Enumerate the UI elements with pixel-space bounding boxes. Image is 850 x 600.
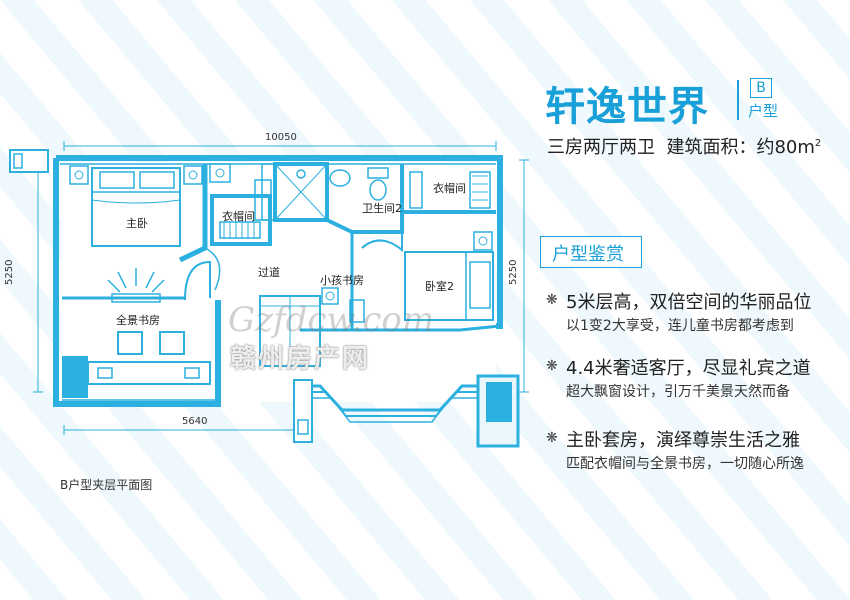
study-chair-2: [159, 331, 185, 355]
section-title: 户型鉴赏: [552, 244, 624, 265]
feature-detail-1: 以1变2大享受，连儿童书房都考虑到: [566, 318, 794, 334]
page-title: 轩逸世界: [545, 84, 709, 130]
study-lamp: [111, 293, 161, 303]
feature-headline-1: 5米层高，双倍空间的华丽品位: [566, 292, 812, 313]
closet-2: [400, 164, 496, 214]
room-panoramic-study: 全景书房: [116, 314, 160, 327]
title-separator: [737, 80, 739, 120]
subtitle: 三房两厅两卫 建筑面积：约80m2: [547, 133, 821, 159]
kids-study-chair: [321, 287, 339, 305]
watermark-name: 赣州房产网: [230, 344, 371, 374]
study-desk: [87, 361, 211, 385]
feature-bullet-2: ❋: [546, 358, 558, 374]
dim-label-left: 5250: [4, 259, 15, 285]
feature-detail-3: 匹配衣帽间与全景书房，一切随心所逸: [566, 456, 804, 472]
section-title-box: [540, 236, 642, 268]
watermark-url: Gzfdcw.com: [228, 300, 435, 340]
study-cabinet: [62, 356, 88, 398]
room-closet-1: 衣帽间: [222, 210, 255, 223]
subtitle-area: 建筑面积：约80m: [666, 137, 815, 158]
feature-bullet-3: ❋: [546, 430, 558, 446]
room-bathroom-2: 卫生间2: [362, 202, 402, 215]
plan-caption: B户型夹层平面图: [60, 478, 153, 492]
feature-headline-3: 主卧套房，演绎尊崇生活之雅: [566, 430, 800, 451]
study-chair-1: [117, 331, 143, 355]
room-kids-study: 小孩书房: [320, 274, 364, 287]
master-bed: [91, 167, 181, 247]
room-master-bedroom: 主卧: [126, 217, 148, 230]
subtitle-area-sup: 2: [814, 138, 822, 149]
bay-window: [300, 384, 478, 412]
feature-detail-2: 超大飘窗设计，引万千美景天然而备: [566, 384, 790, 400]
unit-type-name: 户型: [748, 102, 779, 120]
feature-bullet-1: ❋: [546, 292, 558, 308]
unit-type-letter: B: [750, 78, 772, 98]
room-closet-2: 衣帽间: [433, 182, 466, 195]
feature-headline-2: 4.4米奢适客厅，尽显礼宾之道: [566, 358, 811, 379]
balcony-stub: [9, 149, 49, 173]
room-bedroom-2: 卧室2: [425, 280, 454, 293]
room-corridor: 过道: [258, 266, 280, 279]
subtitle-layout: 三房两厅两卫: [547, 137, 655, 158]
dim-label-bottom: 5640: [182, 416, 208, 427]
dim-label-top: 10050: [265, 132, 297, 143]
dim-label-right: 5250: [508, 259, 519, 285]
